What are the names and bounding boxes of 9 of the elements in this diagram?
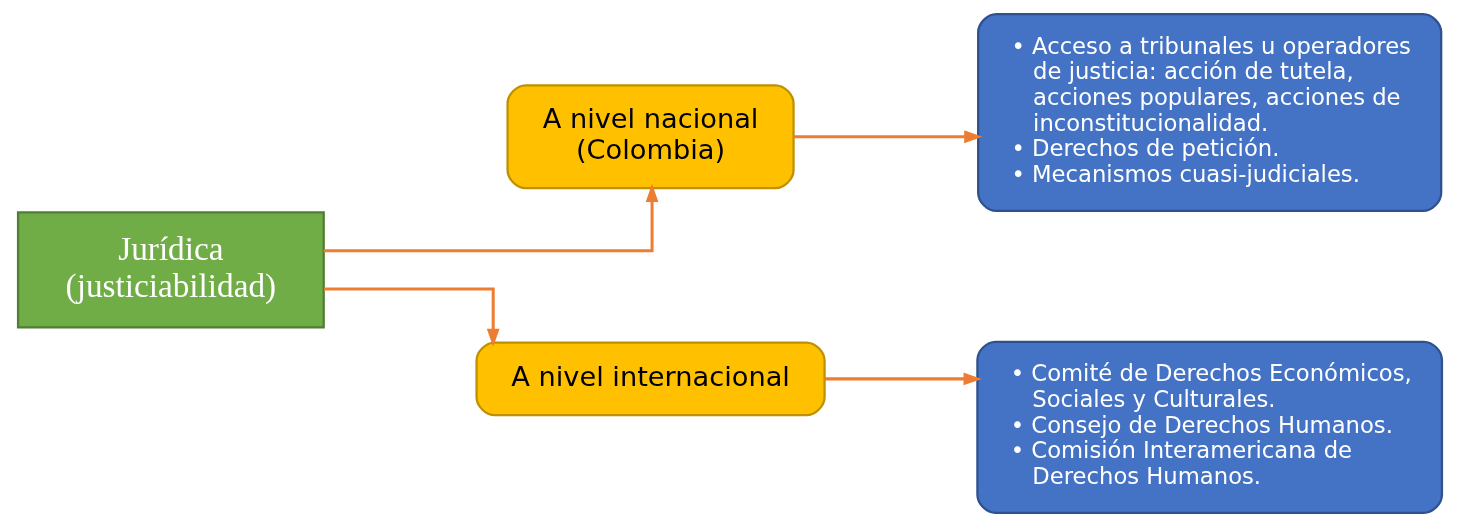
arrow <box>324 287 500 347</box>
node-box: • Acceso a tribunales u operadores de justicia: acción de tutela, acciones populares, acciones de inconstitucionalidad. • Derechos de petición. • Mecanismos cuasi-judiciales. <box>977 13 1443 213</box>
arrow <box>793 130 983 144</box>
node-box: • Comité de Derechos Económicos, Sociales y Culturales. • Consejo de Derechos Humanos. • Comisión Interamericana de Derechos Humanos. <box>976 340 1444 514</box>
node-box: Jurídica (justiciabilidad) <box>16 211 325 329</box>
node-box: A nivel internacional <box>475 341 826 417</box>
arrow <box>323 183 659 253</box>
node-box: A nivel nacional (Colombia) <box>506 84 795 190</box>
arrow <box>824 372 982 386</box>
